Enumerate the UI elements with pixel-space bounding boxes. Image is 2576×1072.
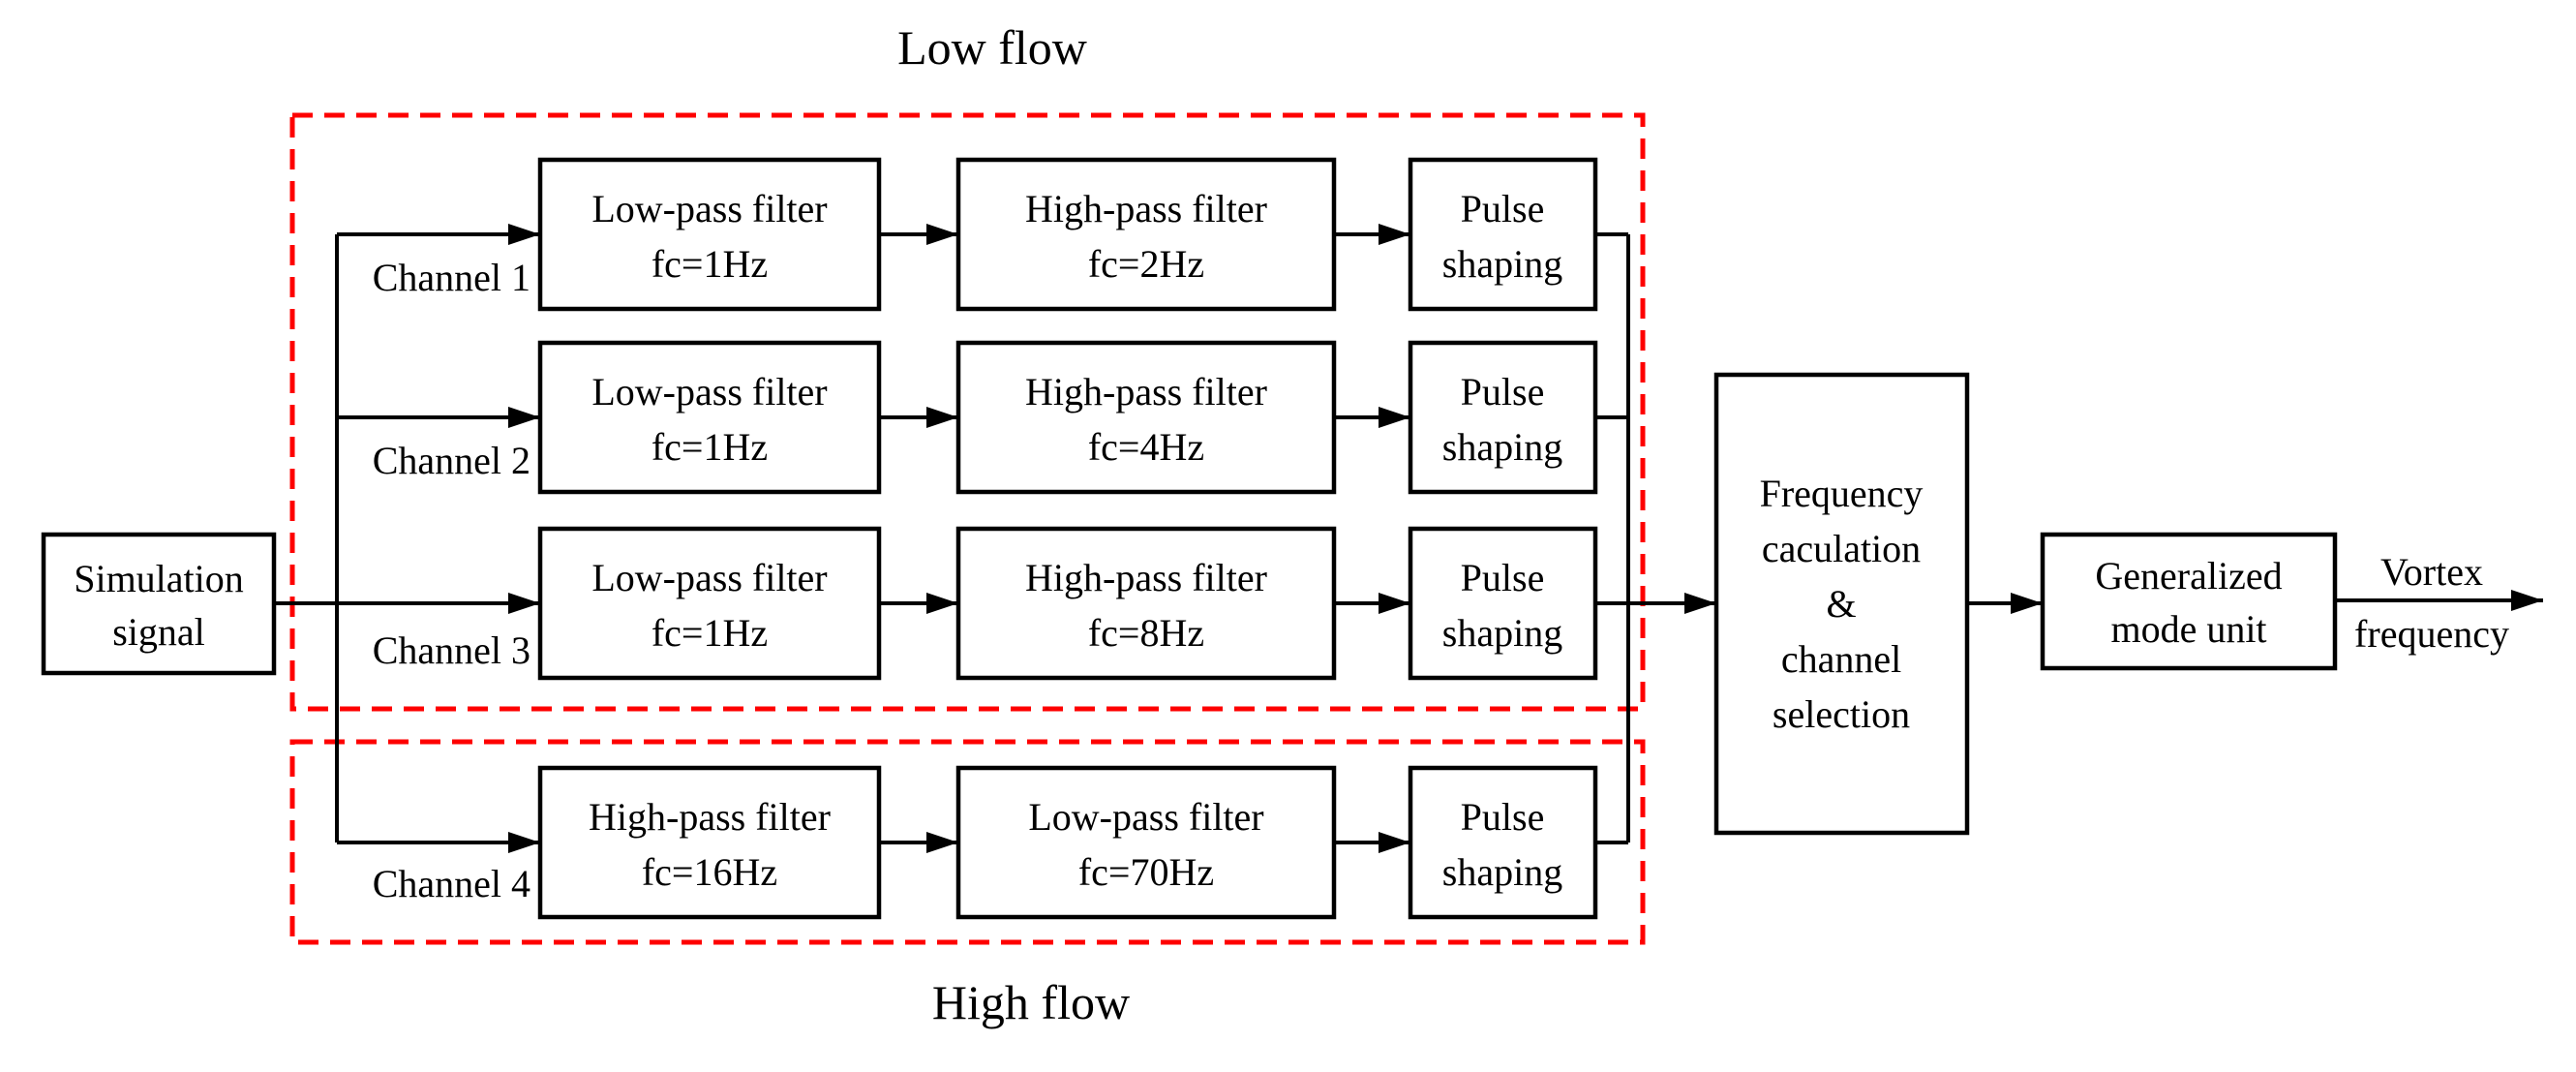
ch1-pulse-line1: Pulse [1461,187,1545,230]
channel-2-label: Channel 2 [373,439,530,482]
ch2-filter1-line1: Low-pass filter [591,370,827,413]
frequency-box-line2: caculation [1762,527,1921,570]
ch2-filter1-box [537,340,882,495]
ch2-pulse-line1: Pulse [1461,370,1545,413]
ch4-filter1-line1: High-pass filter [589,795,831,839]
ch4-filter2-box [955,765,1337,920]
block-ch4-filter2: Low-pass filter fc=70Hz [955,765,1337,920]
ch1-filter1-line2: fc=1Hz [652,242,768,286]
frequency-box-line5: selection [1773,692,1910,736]
ch1-filter2-box [955,157,1337,312]
block-ch2-filter1: Low-pass filter fc=1Hz [537,340,882,495]
block-ch3-filter1: Low-pass filter fc=1Hz [537,526,882,681]
vortex-frequency-label-line1: Vortex [2380,550,2483,594]
simulation-signal-line1: Simulation [74,557,244,600]
frequency-box-line3: & [1826,582,1856,626]
channel-3-label: Channel 3 [373,628,530,672]
ch4-filter1-box [537,765,882,920]
block-generalized-mode-unit: Generalized mode unit [2040,532,2338,671]
ch3-filter1-line1: Low-pass filter [591,556,827,599]
high-flow-title: High flow [932,975,1130,1029]
ch3-pulse-line2: shaping [1442,611,1562,655]
ch3-filter2-box [955,526,1337,681]
frequency-calculation-box [1713,372,1970,836]
ch3-filter1-line2: fc=1Hz [652,611,768,655]
ch2-pulse-line2: shaping [1442,425,1562,469]
ch2-pulse-box [1408,340,1598,495]
block-ch4-pulse-shaping: Pulse shaping [1408,765,1598,920]
ch4-filter2-line2: fc=70Hz [1078,850,1214,894]
frequency-box-line1: Frequency [1760,472,1924,515]
block-ch2-pulse-shaping: Pulse shaping [1408,340,1598,495]
ch4-pulse-line1: Pulse [1461,795,1545,839]
ch3-filter2-line2: fc=8Hz [1088,611,1204,655]
block-ch1-filter2: High-pass filter fc=2Hz [955,157,1337,312]
ch2-filter2-line2: fc=4Hz [1088,425,1204,469]
block-ch3-filter2: High-pass filter fc=8Hz [955,526,1337,681]
channel-4-label: Channel 4 [373,862,530,905]
ch4-filter2-line1: Low-pass filter [1028,795,1263,839]
generalized-box-line1: Generalized [2095,554,2282,597]
generalized-mode-unit-box [2040,532,2338,671]
ch2-filter1-line2: fc=1Hz [652,425,768,469]
simulation-signal-line2: signal [112,610,205,654]
ch3-pulse-line1: Pulse [1461,556,1545,599]
ch1-pulse-box [1408,157,1598,312]
ch3-filter2-line1: High-pass filter [1025,556,1267,599]
vortex-frequency-label-line2: frequency [2354,612,2509,656]
ch2-filter2-box [955,340,1337,495]
ch1-filter1-line1: Low-pass filter [591,187,827,230]
ch1-pulse-line2: shaping [1442,242,1562,286]
ch2-filter2-line1: High-pass filter [1025,370,1267,413]
ch4-pulse-line2: shaping [1442,850,1562,894]
block-simulation-signal: Simulation signal [41,532,277,676]
ch4-filter1-line2: fc=16Hz [642,850,777,894]
frequency-box-line4: channel [1781,637,1901,681]
ch3-filter1-box [537,526,882,681]
high-flow-dashed-zone [289,739,1646,945]
low-flow-dashed-zone [289,112,1646,712]
ch1-filter2-line1: High-pass filter [1025,187,1267,230]
block-ch2-filter2: High-pass filter fc=4Hz [955,340,1337,495]
block-ch1-filter1: Low-pass filter fc=1Hz [537,157,882,312]
block-ch4-filter1: High-pass filter fc=16Hz [537,765,882,920]
ch1-filter2-line2: fc=2Hz [1088,242,1204,286]
block-frequency-calculation: Frequency caculation & channel selection [1713,372,1970,836]
ch3-pulse-box [1408,526,1598,681]
low-flow-title: Low flow [897,20,1087,75]
channel-1-label: Channel 1 [373,256,530,299]
ch4-pulse-box [1408,765,1598,920]
block-ch3-pulse-shaping: Pulse shaping [1408,526,1598,681]
ch1-filter1-box [537,157,882,312]
generalized-box-line2: mode unit [2110,607,2266,651]
simulation-signal-box [41,532,277,676]
block-ch1-pulse-shaping: Pulse shaping [1408,157,1598,312]
